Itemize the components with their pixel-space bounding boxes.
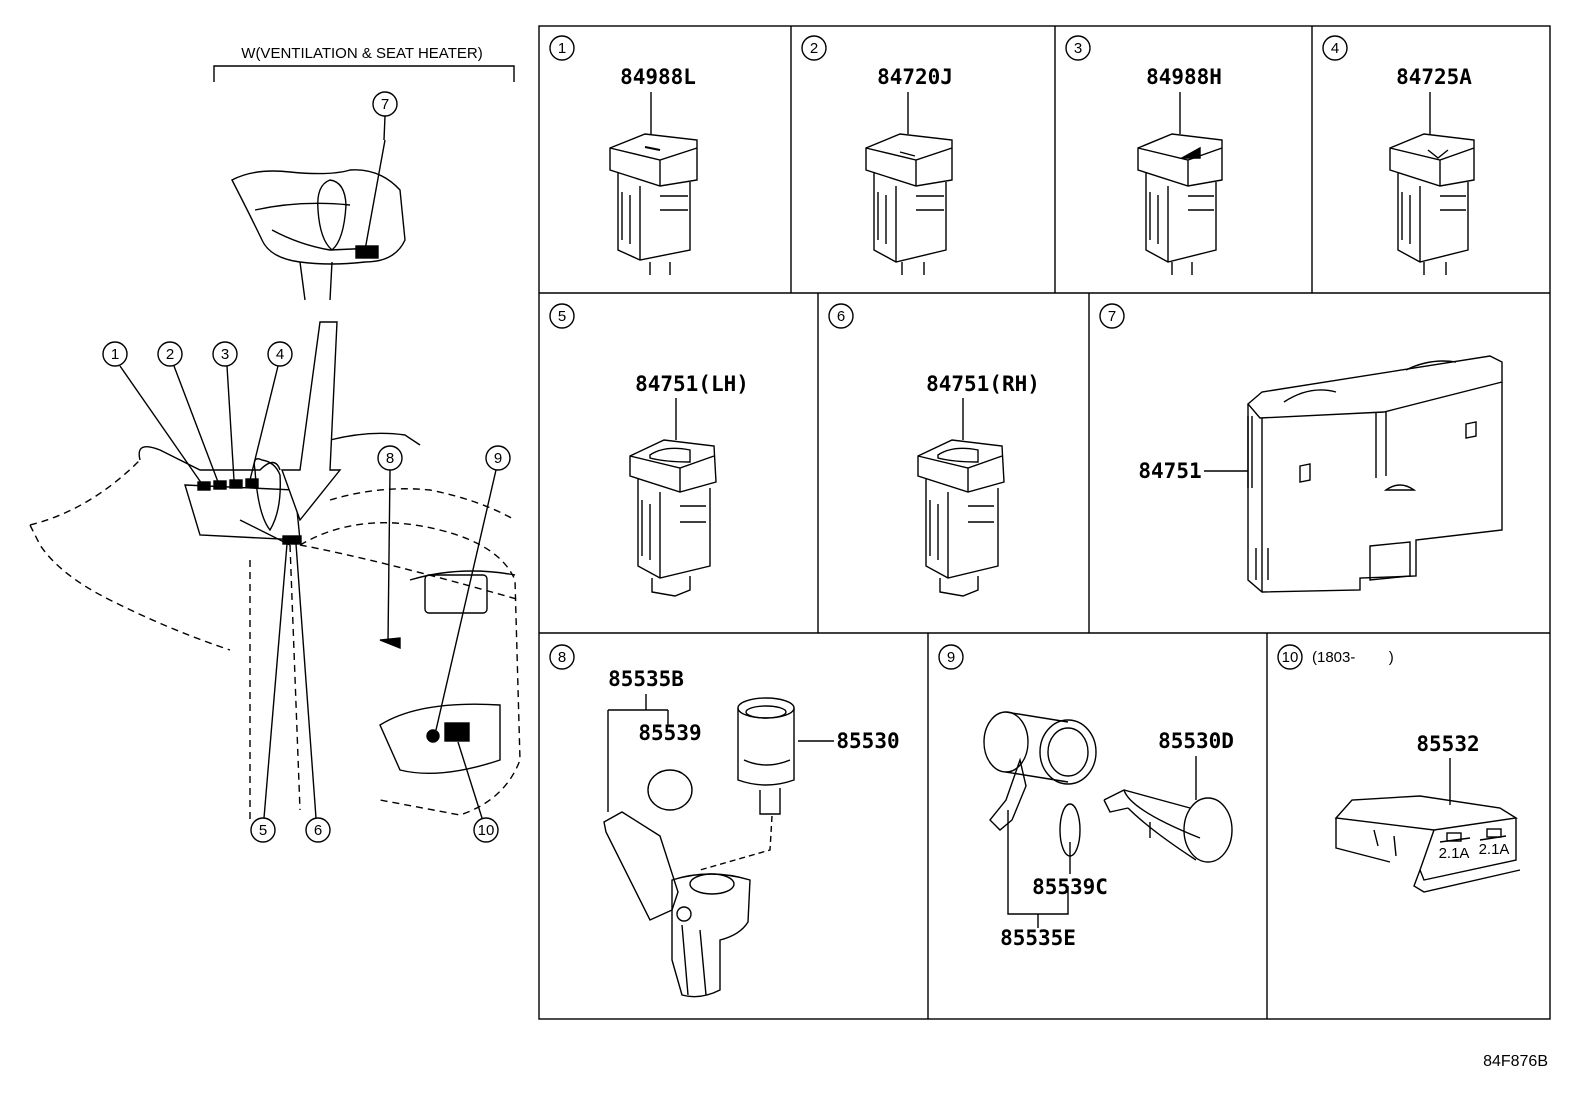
panel-6: 6 84751(RH) [828,303,1040,597]
overview-callout-4-label: 4 [276,346,284,363]
overview-callout-4[interactable] [267,341,293,367]
part-number-84751-lh[interactable]: 84751(LH) [635,372,749,396]
panel-1-number: 1 [558,40,566,57]
panel-7-badge [1099,303,1125,329]
part-number-84725A[interactable]: 84725A [1396,65,1472,89]
variant-bracket [213,65,515,82]
overview-callout-2-label: 2 [166,346,174,363]
panel-4: 4 84725A [1322,35,1475,275]
part-number-84720J[interactable]: 84720J [877,65,953,89]
upper-inset-console [231,139,406,301]
switch-84720J [865,133,953,275]
part-number-85535B[interactable]: 85535B [608,667,684,691]
control-module-84751 [1247,355,1503,593]
usb-charger-85532: 2.1A 2.1A [1334,795,1521,893]
overview-callout-8-label: 8 [386,450,394,467]
cigarette-lighter-85530 [737,697,795,815]
part-85539C-ring [1059,803,1081,857]
overview-callout-5-label: 5 [259,822,267,839]
panel-7-number: 7 [1108,308,1116,325]
overview-callout-6-label: 6 [314,822,322,839]
panel-9: 9 85530D 85539C 85535E [938,644,1234,950]
part-number-84988L[interactable]: 84988L [620,65,696,89]
overview-callout-3-label: 3 [221,346,229,363]
switch-84751-rh [917,439,1005,597]
overview-callout-6[interactable] [305,817,331,843]
overview-callout-1-label: 1 [111,346,119,363]
panel-2-badge [801,35,827,61]
socket-85535B [603,811,751,998]
panel-6-badge [828,303,854,329]
usb-port-1-label: 2.1A [1439,845,1470,862]
panel-2-number: 2 [810,40,818,57]
parts-grid [538,25,1551,1020]
part-85539-ring [647,769,693,811]
cigarette-lighter-85530D [1103,789,1233,863]
panel-10: 10 (1803- ) 85532 2.1A 2.1A [1277,644,1521,893]
console-body [29,459,521,820]
part-number-85539[interactable]: 85539 [638,721,701,745]
part-number-85532[interactable]: 85532 [1416,732,1479,756]
overview-callout-9[interactable] [485,445,511,471]
overview-callout-2[interactable] [157,341,183,367]
panel-5: 5 84751(LH) [549,303,749,597]
panel-10-number: 10 [1282,649,1299,666]
part-number-84751-rh[interactable]: 84751(RH) [926,372,1040,396]
overview-callout-5[interactable] [250,817,276,843]
overview-callout-7-top-label: 7 [381,96,389,113]
panel-4-badge [1322,35,1348,61]
panel-7: 7 84751 [1099,303,1503,593]
switch-84988L [609,133,698,275]
panel-10-badge [1277,644,1303,670]
switch-84988H [1137,133,1223,275]
panel-3-badge [1065,35,1091,61]
overview-callouts-top: 1 2 3 4 [102,341,293,485]
overview-callout-1[interactable] [102,341,128,367]
part-number-85530D[interactable]: 85530D [1158,729,1234,753]
panel-8-badge [549,644,575,670]
usb-port-2-label: 2.1A [1479,841,1510,858]
part-number-84751[interactable]: 84751 [1138,459,1201,483]
overview-callout-3[interactable] [212,341,238,367]
panel-5-badge [549,303,575,329]
part-number-85535E[interactable]: 85535E [1000,926,1076,950]
panel-8: 8 85535B 85539 85530 [549,644,900,998]
panel-3: 3 84988H [1065,35,1223,275]
panel-3-number: 3 [1074,40,1082,57]
panel-2: 2 84720J [801,35,953,275]
panel-9-badge [938,644,964,670]
switch-84751-lh [629,439,717,597]
overview-callout-10-label: 10 [478,822,495,839]
panel-9-number: 9 [947,649,955,666]
panel-5-number: 5 [558,308,566,325]
socket-85535E [983,711,1097,831]
panel-1-badge [549,35,575,61]
panel-6-number: 6 [837,308,845,325]
part-number-85530[interactable]: 85530 [836,729,899,753]
overview-illustration: W(VENTILATION & SEAT HEATER) 7 [29,45,521,843]
overview-callout-9-label: 9 [494,450,502,467]
part-number-85539C[interactable]: 85539C [1032,875,1108,899]
switch-84725A [1389,133,1475,275]
overview-callout-10[interactable] [473,817,499,843]
variant-note: W(VENTILATION & SEAT HEATER) [241,45,482,62]
part-number-84988H[interactable]: 84988H [1146,65,1222,89]
console-details [138,321,516,775]
panel-10-date-note: (1803- ) [1312,649,1394,666]
panel-4-number: 4 [1331,40,1339,57]
panel-8-number: 8 [558,649,566,666]
panel-1: 1 84988L [549,35,698,275]
diagram-code: 84F876B [1483,1053,1548,1070]
